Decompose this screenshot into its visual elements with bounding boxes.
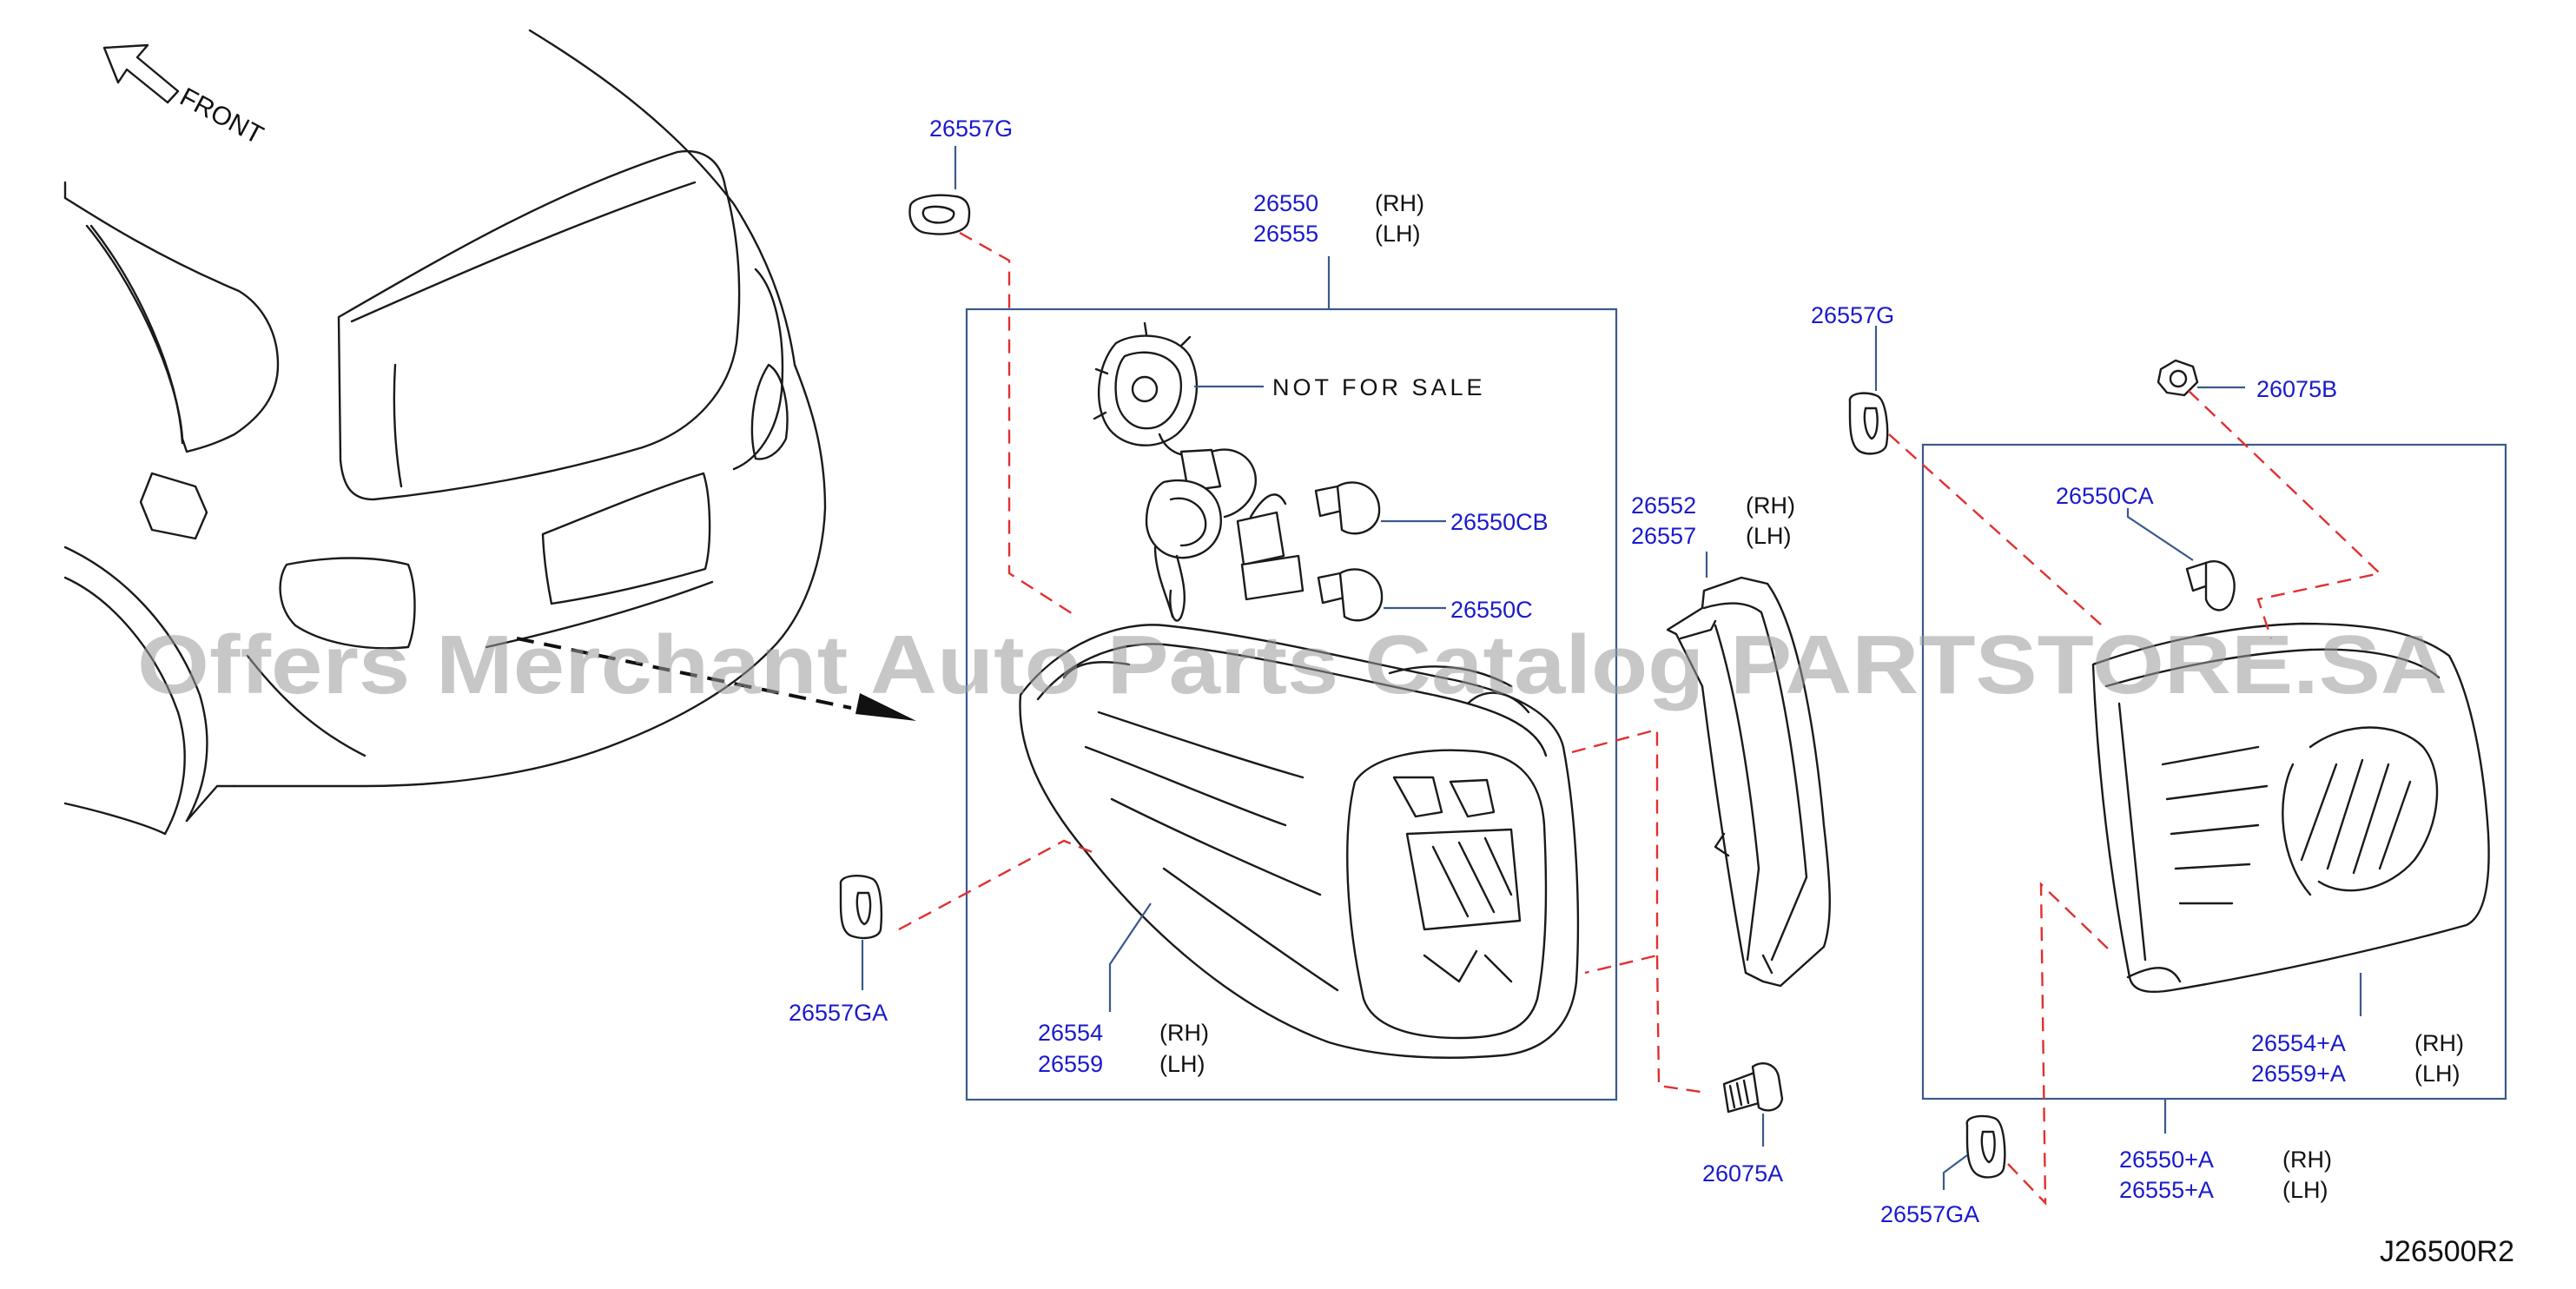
screw-26075a-icon: [1722, 1062, 1784, 1114]
dashed-link-2: [898, 839, 1095, 931]
rear-combination-lamp-icon: [1019, 624, 1580, 1059]
label-26557g-top[interactable]: 26557G: [929, 116, 1013, 142]
label-26555[interactable]: 26555: [1253, 221, 1318, 247]
inner-lamp-26554a-icon: [2091, 622, 2490, 994]
diagram-code: J26500R2: [2380, 1235, 2514, 1268]
label-26552[interactable]: 26552: [1631, 492, 1696, 519]
callout-box-26550: [965, 307, 1618, 1101]
clip-26557ga-left-icon: [839, 874, 883, 940]
front-label: FRONT: [175, 83, 268, 150]
dashed-link-6: [2188, 390, 2382, 639]
side-26555: (LH): [1375, 221, 1421, 247]
bulb-socket-icon: [1093, 321, 1305, 622]
leader-26557ga-bottom: [1942, 1154, 1968, 1190]
side-26552: (RH): [1746, 492, 1795, 519]
label-26550a[interactable]: 26550+A: [2119, 1147, 2214, 1173]
dashed-link-1: [959, 231, 1078, 618]
label-26555a[interactable]: 26555+A: [2119, 1177, 2214, 1203]
bulb-26550c-icon: [1317, 568, 1384, 622]
clip-26557g-top-icon: [908, 194, 971, 235]
side-26550a: (RH): [2282, 1147, 2332, 1173]
vehicle-rear-outline: [63, 29, 827, 836]
gasket-26552-icon: [1666, 576, 1831, 988]
pointer-line: [516, 637, 852, 710]
label-26557ga-left[interactable]: 26557GA: [789, 1000, 888, 1026]
label-26554a[interactable]: 26554+A: [2251, 1030, 2346, 1056]
label-26550cb[interactable]: 26550CB: [1450, 509, 1549, 535]
callout-box-26550a: [1921, 443, 2507, 1101]
side-26559: (LH): [1159, 1051, 1205, 1077]
label-26550c[interactable]: 26550C: [1450, 597, 1533, 623]
bulb-26550cb-icon: [1314, 481, 1381, 535]
side-26557: (LH): [1746, 523, 1792, 549]
label-26075b[interactable]: 26075B: [2256, 376, 2337, 402]
front-arrow-icon: [102, 43, 180, 104]
dashed-link-4: [1655, 955, 1701, 1094]
label-26075a[interactable]: 26075A: [1702, 1160, 1783, 1187]
bulb-26550ca-icon: [2185, 560, 2236, 611]
side-26559a: (LH): [2414, 1061, 2460, 1087]
pointer-arrowhead-icon: [855, 693, 916, 721]
clip-26557g-right-icon: [1848, 392, 1889, 455]
side-26550: (RH): [1375, 190, 1424, 216]
dashed-link-5: [1888, 433, 2103, 626]
label-26557ga-bottom[interactable]: 26557GA: [1880, 1201, 1979, 1227]
label-26550ca[interactable]: 26550CA: [2056, 483, 2154, 509]
side-26555a: (LH): [2282, 1177, 2328, 1203]
side-26554a: (RH): [2414, 1030, 2464, 1056]
label-26554[interactable]: 26554: [1038, 1020, 1103, 1046]
label-26557[interactable]: 26557: [1631, 523, 1696, 549]
label-26559[interactable]: 26559: [1038, 1051, 1103, 1077]
not-for-sale-note: NOT FOR SALE: [1272, 374, 1486, 400]
label-26559a[interactable]: 26559+A: [2251, 1061, 2346, 1087]
leader-26554: [1108, 902, 1152, 1012]
watermark: Offers Merchant Auto Parts Catalog PARTS…: [137, 618, 2447, 711]
label-26557g-right[interactable]: 26557G: [1811, 302, 1894, 328]
side-26554: (RH): [1159, 1020, 1209, 1046]
dashed-link-7: [2007, 882, 2111, 1206]
clip-26557ga-bottom-icon: [1965, 1114, 2006, 1179]
leader-26550ca: [2126, 508, 2194, 561]
nut-26075b-icon: [2157, 359, 2199, 397]
label-26550[interactable]: 26550: [1253, 190, 1318, 216]
dashed-link-3: [1571, 728, 1659, 975]
